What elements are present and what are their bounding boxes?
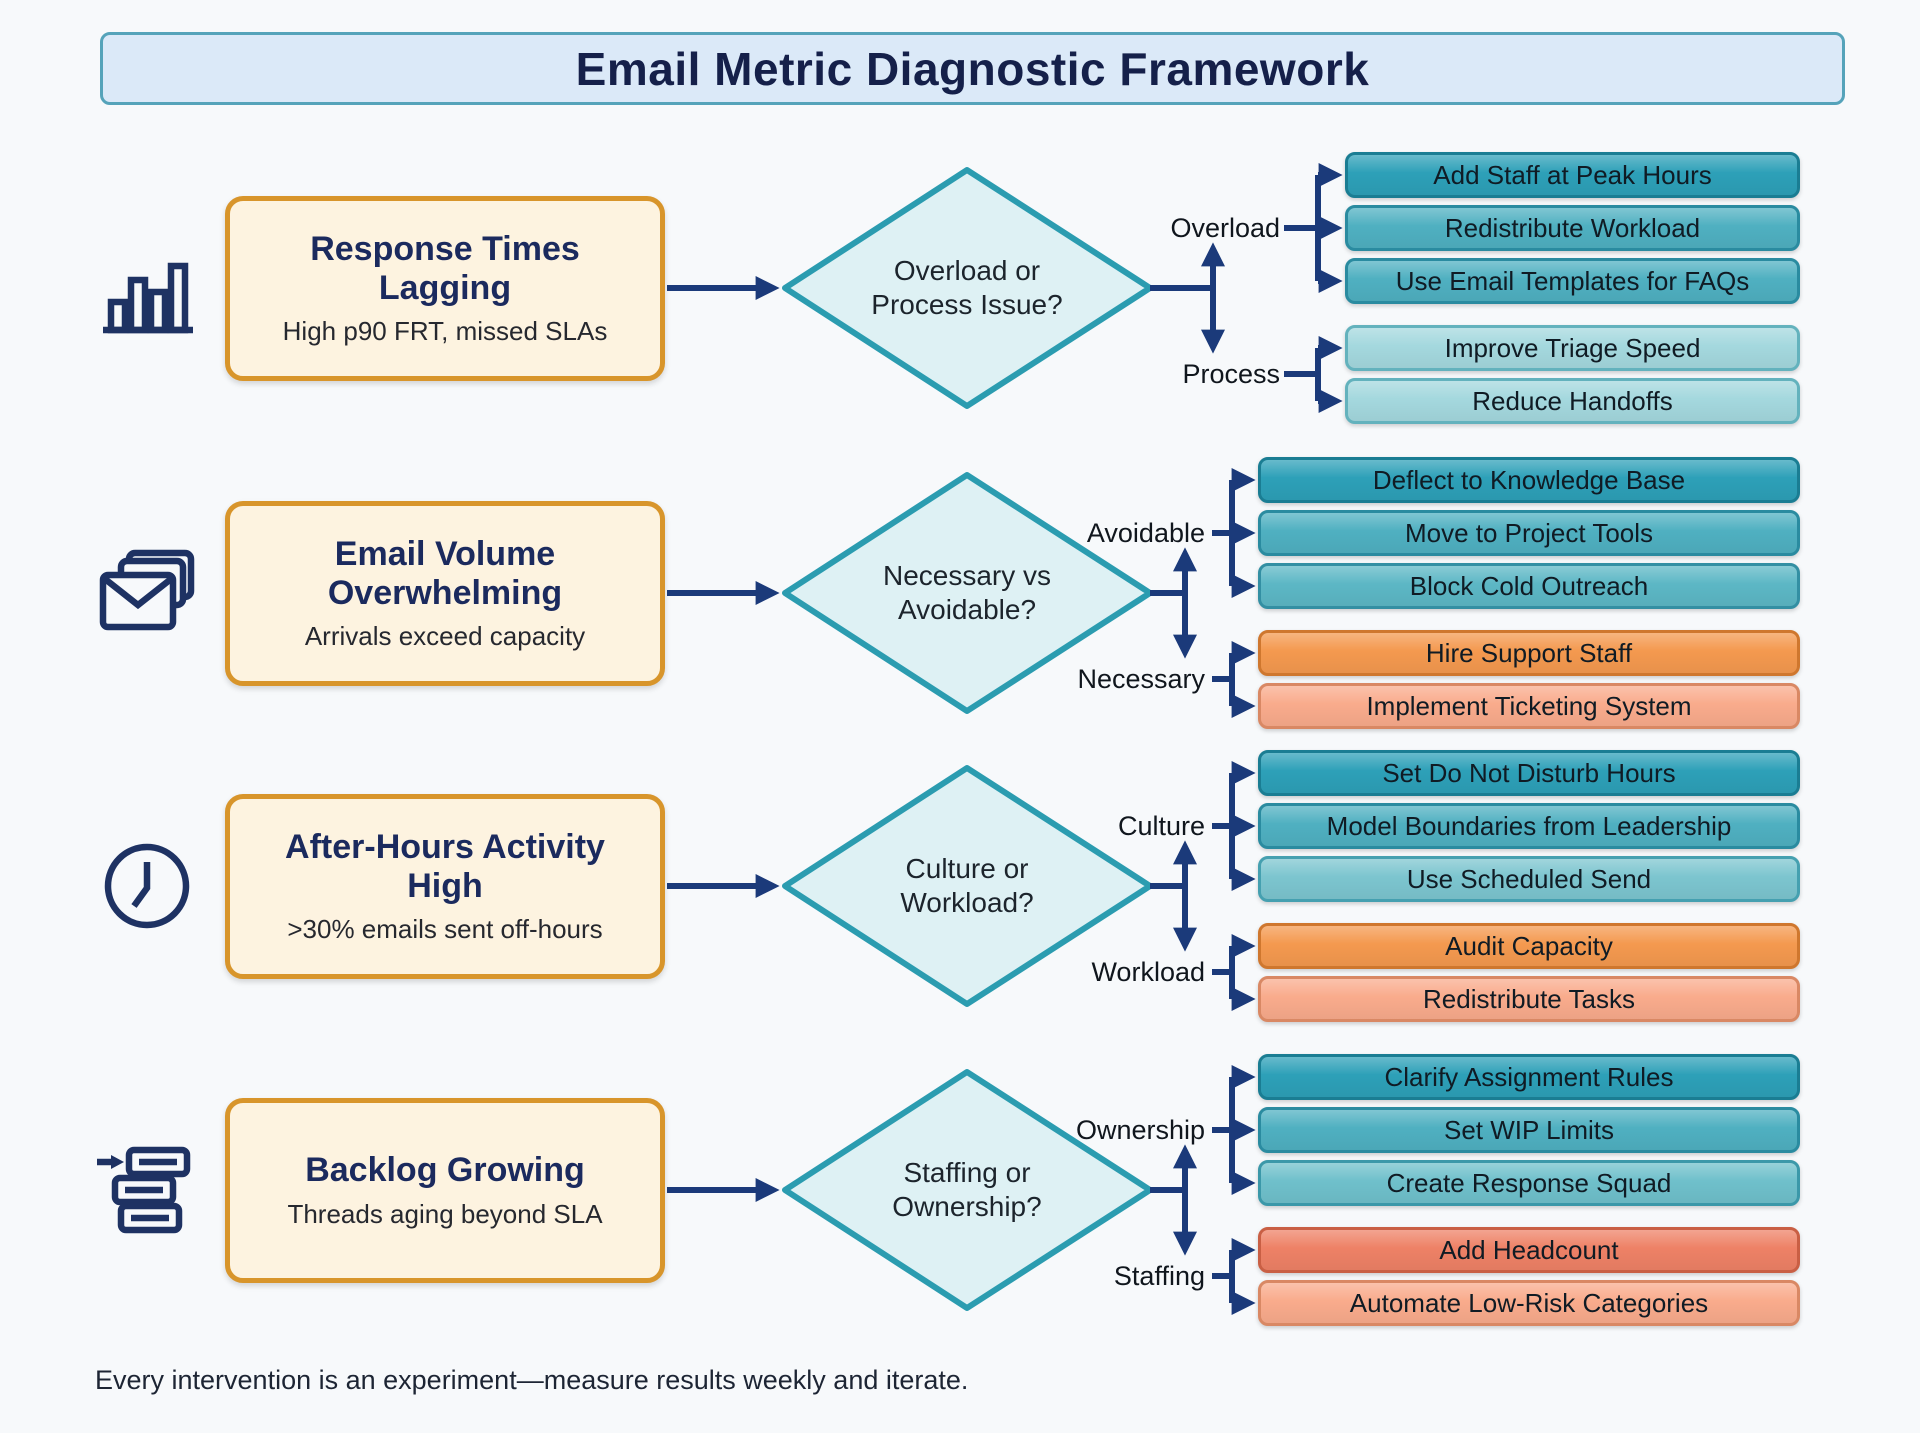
problem-subtitle: Arrivals exceed capacity xyxy=(304,620,586,651)
problem-title: After-Hours Activity High xyxy=(285,828,605,905)
row-3-connectors xyxy=(667,761,1256,1011)
problem-subtitle: Threads aging beyond SLA xyxy=(287,1198,603,1229)
action-box: Reduce Handoffs xyxy=(1345,378,1800,424)
page-title: Email Metric Diagnostic Framework xyxy=(575,42,1370,95)
branch-label: Culture xyxy=(1117,811,1205,841)
action-box: Move to Project Tools xyxy=(1258,510,1800,556)
action-box: Add Headcount xyxy=(1258,1227,1800,1273)
decision-label: Staffing or Ownership? xyxy=(837,1140,1097,1240)
problem-title: Email Volume Overwhelming xyxy=(327,535,563,612)
action-box: Set Do Not Disturb Hours xyxy=(1258,750,1800,796)
envelopes-icon xyxy=(99,549,195,631)
action-box: Block Cold Outreach xyxy=(1258,563,1800,609)
branch-label: Workload xyxy=(1091,957,1205,987)
problem-card: After-Hours Activity High >30% emails se… xyxy=(225,794,665,979)
problem-subtitle: High p90 FRT, missed SLAs xyxy=(282,315,608,346)
action-box: Redistribute Workload xyxy=(1345,205,1800,251)
branch-label: Overload xyxy=(1170,213,1280,243)
decision-text: Culture or Workload? xyxy=(900,852,1034,918)
problem-subtitle: >30% emails sent off-hours xyxy=(287,913,603,944)
action-box: Automate Low-Risk Categories xyxy=(1258,1280,1800,1326)
action-box: Audit Capacity xyxy=(1258,923,1800,969)
branch-label: Avoidable xyxy=(1086,518,1205,548)
branch-label: Necessary xyxy=(1077,664,1205,694)
decision-label: Overload or Process Issue? xyxy=(837,238,1097,338)
action-box: Use Scheduled Send xyxy=(1258,856,1800,902)
title-bar: Email Metric Diagnostic Framework xyxy=(100,32,1845,105)
action-box: Deflect to Knowledge Base xyxy=(1258,457,1800,503)
action-box: Add Staff at Peak Hours xyxy=(1345,152,1800,198)
row-4-connectors xyxy=(667,1065,1256,1315)
backlog-icon xyxy=(97,1146,191,1234)
action-box: Clarify Assignment Rules xyxy=(1258,1054,1800,1100)
action-box: Use Email Templates for FAQs xyxy=(1345,258,1800,304)
footer-note: Every intervention is an experiment—meas… xyxy=(95,1365,969,1395)
action-box: Model Boundaries from Leadership xyxy=(1258,803,1800,849)
decision-label: Necessary vs Avoidable? xyxy=(837,543,1097,643)
action-box: Implement Ticketing System xyxy=(1258,683,1800,729)
branch-label: Process xyxy=(1182,359,1280,389)
problem-card: Email Volume Overwhelming Arrivals excee… xyxy=(225,501,665,686)
branch-label: Ownership xyxy=(1075,1115,1205,1145)
branch-label: Staffing xyxy=(1113,1261,1205,1291)
decision-text: Staffing or Ownership? xyxy=(892,1156,1042,1222)
problem-title: Backlog Growing xyxy=(305,1151,585,1190)
decision-text: Necessary vs Avoidable? xyxy=(882,559,1052,625)
problem-card: Response Times Lagging High p90 FRT, mis… xyxy=(225,196,665,381)
action-box: Redistribute Tasks xyxy=(1258,976,1800,1022)
clock-icon xyxy=(104,843,190,929)
problem-title: Response Times Lagging xyxy=(310,230,580,307)
bar-chart-icon xyxy=(103,262,193,334)
decision-text: Overload or Process Issue? xyxy=(871,254,1063,320)
decision-label: Culture or Workload? xyxy=(837,836,1097,936)
row-2-connectors xyxy=(667,468,1256,718)
action-box: Improve Triage Speed xyxy=(1345,325,1800,371)
row-1-connectors xyxy=(667,163,1343,413)
action-box: Set WIP Limits xyxy=(1258,1107,1800,1153)
action-box: Create Response Squad xyxy=(1258,1160,1800,1206)
problem-card: Backlog Growing Threads aging beyond SLA xyxy=(225,1098,665,1283)
action-box: Hire Support Staff xyxy=(1258,630,1800,676)
